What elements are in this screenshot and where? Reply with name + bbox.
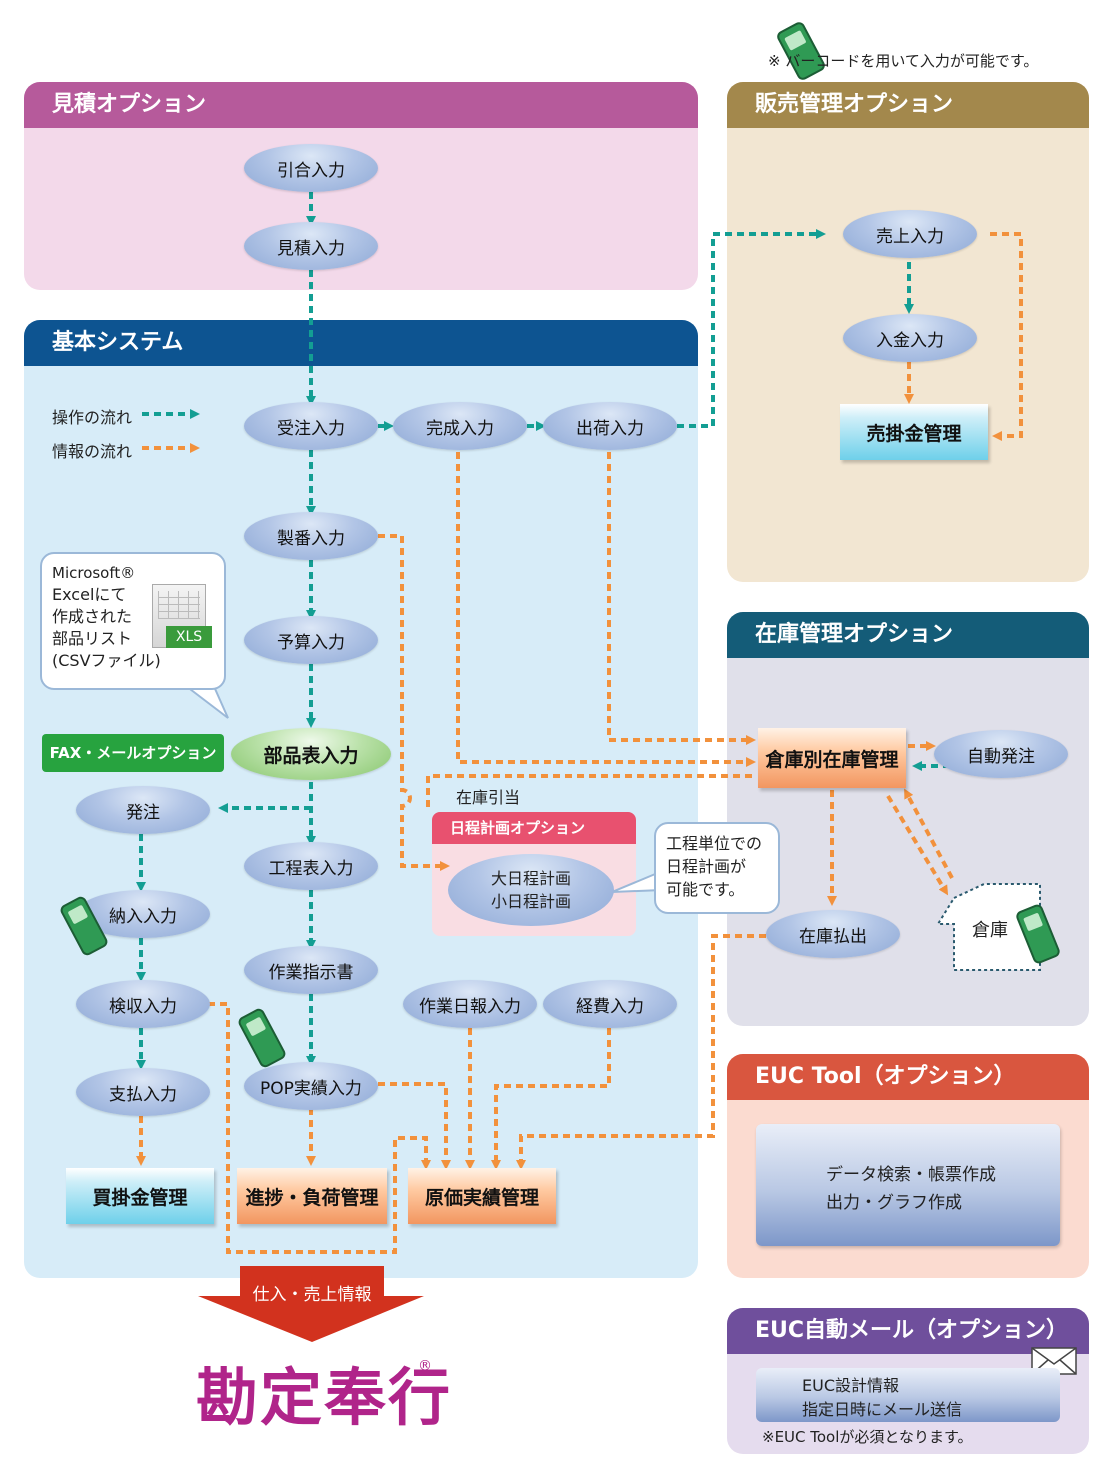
box-soko-zaiko-kanri: 倉庫別在庫管理 — [758, 728, 906, 788]
euc-mail-note: ※EUC Toolが必須となります。 — [762, 1428, 973, 1446]
xls-badge: XLS — [166, 626, 212, 648]
node-zaiko-haraidashi: 在庫払出 — [766, 910, 900, 958]
box-shinchoku-kanri: 進捗・負荷管理 — [237, 1168, 387, 1224]
node-nyukin-input: 入金入力 — [843, 314, 977, 362]
euc-tool-line2: 出力・グラフ作成 — [826, 1193, 962, 1213]
node-kenshu-input: 検収入力 — [76, 980, 210, 1028]
node-nittei-keikaku: 大日程計画 小日程計画 — [448, 854, 614, 926]
inventory-option-title: 在庫管理オプション — [727, 612, 1089, 658]
excel-callout-line3: 作成された — [52, 607, 133, 626]
box-kaikake-kanri: 買掛金管理 — [66, 1168, 214, 1224]
euc-mail-line1: EUC設計情報 — [802, 1376, 899, 1395]
node-shiharai-input: 支払入力 — [76, 1068, 210, 1116]
node-hacchu: 発注 — [76, 786, 210, 834]
node-seiban-input: 製番入力 — [244, 512, 378, 560]
schedule-callout-line3: 可能です。 — [666, 880, 745, 899]
box-urikake-kanri: 売掛金管理 — [840, 404, 988, 460]
node-jido-hacchu: 自動発注 — [934, 730, 1068, 778]
euc-mail-line2: 指定日時にメール送信 — [802, 1400, 963, 1419]
node-hikiai-input: 引合入力 — [244, 144, 378, 192]
excel-callout: Microsoft® Excelにて 作成された 部品リスト (CSVファイル)… — [40, 552, 226, 690]
node-kansei-input: 完成入力 — [393, 402, 527, 450]
node-buhinhyo-input: 部品表入力 — [231, 728, 391, 780]
excel-callout-line5: (CSVファイル) — [52, 651, 161, 670]
node-uriage-input: 売上入力 — [843, 210, 977, 258]
euc-mail-title: EUC自動メール（オプション） — [727, 1308, 1089, 1354]
basic-system-title: 基本システム — [24, 320, 698, 366]
excel-callout-line1: Microsoft® — [52, 564, 136, 582]
excel-callout-line4: 部品リスト — [52, 629, 133, 648]
sho-nittei-label: 小日程計画 — [490, 892, 571, 911]
node-kouteihyo-input: 工程表入力 — [244, 842, 378, 890]
node-keihi-input: 経費入力 — [543, 980, 677, 1028]
schedule-callout-line2: 日程計画が — [666, 857, 747, 876]
barcode-note: ※ バーコードを用いて入力が可能です。 — [768, 52, 1039, 70]
euc-tool-box: データ検索・帳票作成 出力・グラフ作成 — [756, 1124, 1060, 1246]
node-sagyonippo-input: 作業日報入力 — [403, 980, 537, 1028]
sales-option-title: 販売管理オプション — [727, 82, 1089, 128]
warehouse-label: 倉庫 — [972, 920, 1008, 941]
node-sagyoshiji: 作業指示書 — [244, 946, 378, 994]
node-nonyu-input: 納入入力 — [76, 890, 210, 938]
excel-callout-line2: Excelにて — [52, 585, 127, 604]
estimate-option-title: 見積オプション — [24, 82, 698, 128]
node-yosan-input: 予算入力 — [244, 616, 378, 664]
output-arrow-label: 仕入・売上情報 — [252, 1285, 372, 1305]
schedule-callout: 工程単位での 日程計画が 可能です。 — [654, 822, 780, 914]
schedule-option-title: 日程計画オプション — [432, 812, 636, 844]
node-juchu-input: 受注入力 — [244, 402, 378, 450]
legend-operation-label: 操作の流れ — [52, 408, 133, 427]
node-pop-input: POP実績入力 — [244, 1062, 378, 1110]
node-shukka-input: 出荷入力 — [543, 402, 677, 450]
zaiko-hikiate-label: 在庫引当 — [456, 788, 521, 807]
schedule-callout-line1: 工程単位での — [666, 834, 763, 853]
node-mitsumori-input: 見積入力 — [244, 222, 378, 270]
inventory-option-panel: 在庫管理オプション — [727, 612, 1089, 1026]
euc-tool-title: EUC Tool（オプション） — [727, 1054, 1089, 1100]
box-genka-kanri: 原価実績管理 — [408, 1168, 556, 1224]
kanjo-bugyo-logo: 勘定奉行 — [196, 1361, 453, 1434]
euc-tool-line1: データ検索・帳票作成 — [826, 1165, 996, 1185]
euc-mail-box: EUC設計情報 指定日時にメール送信 — [756, 1368, 1060, 1422]
fax-mail-option-tag: FAX・メールオプション — [42, 734, 224, 772]
legend-information-label: 情報の流れ — [52, 442, 133, 461]
logo-registered-mark: ® — [418, 1358, 432, 1374]
dai-nittei-label: 大日程計画 — [490, 869, 571, 888]
